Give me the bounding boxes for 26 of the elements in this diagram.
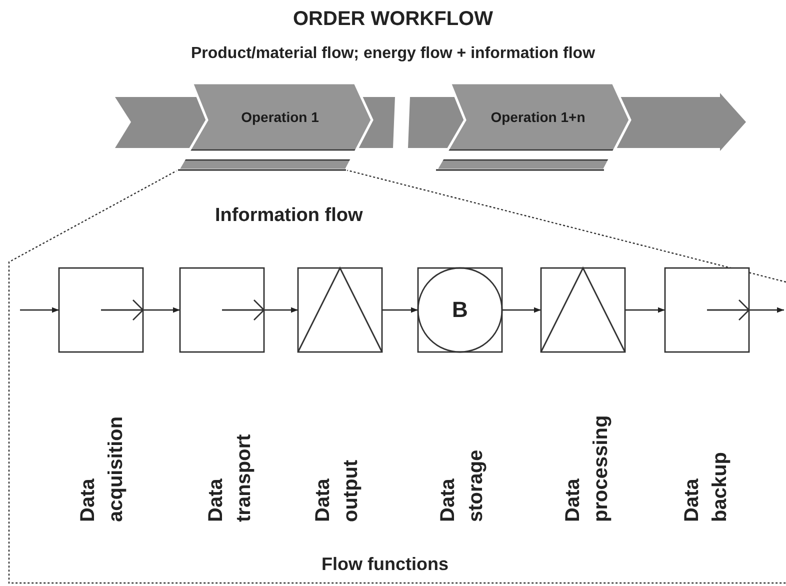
function-label: Data backup — [680, 452, 732, 522]
arrow — [143, 307, 180, 313]
operation-label: Operation 1+n — [490, 109, 586, 125]
function-box — [541, 268, 625, 352]
function-label: Data output — [311, 460, 363, 522]
section-heading: Flow functions — [320, 554, 450, 575]
function-box — [298, 268, 382, 352]
function-box — [180, 268, 264, 352]
function-label: Data transport — [204, 434, 256, 522]
arrow — [264, 307, 298, 313]
function-box — [418, 268, 502, 352]
operation-label: Operation 1 — [240, 109, 320, 125]
arrow — [20, 307, 59, 313]
arrow — [502, 307, 541, 313]
arrow — [749, 307, 784, 313]
arrow — [382, 307, 418, 313]
section-heading: Information flow — [215, 205, 364, 227]
title: ORDER WORKFLOW — [292, 8, 494, 31]
function-box — [59, 268, 143, 352]
function-label: Data processing — [561, 415, 613, 522]
subtitle: Product/material flow; energy flow + information flow — [190, 45, 596, 63]
symbol-letter: B — [451, 297, 469, 323]
arrow — [625, 307, 665, 313]
function-label: Data storage — [436, 450, 488, 522]
function-label: Data acquisition — [76, 416, 128, 522]
function-box — [665, 268, 749, 352]
